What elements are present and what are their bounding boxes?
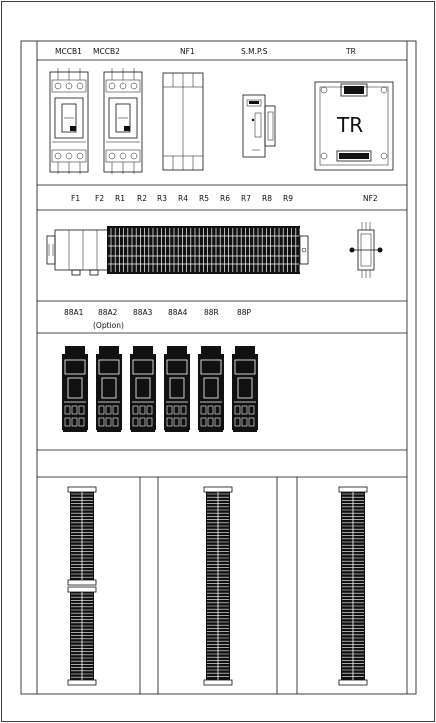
label-88r: 88R xyxy=(204,308,219,317)
contactor xyxy=(232,346,258,432)
label-f1: F1 xyxy=(71,194,80,203)
label-smps: S.M.P.S xyxy=(241,47,268,56)
label-r8: R8 xyxy=(262,194,272,203)
terminal-strip xyxy=(203,486,233,686)
mccb1-breaker xyxy=(49,68,89,174)
label-f2: F2 xyxy=(95,194,104,203)
label-r4: R4 xyxy=(178,194,188,203)
smps-unit xyxy=(242,94,276,158)
label-88p: 88P xyxy=(237,308,252,317)
label-r9: R9 xyxy=(283,194,293,203)
nf1-filter xyxy=(162,72,204,171)
label-mccb2: MCCB2 xyxy=(93,47,120,56)
terminal-strip xyxy=(338,486,368,686)
contactor xyxy=(164,346,190,432)
label-r7: R7 xyxy=(241,194,251,203)
label-r2: R2 xyxy=(137,194,147,203)
label-r5: R5 xyxy=(199,194,209,203)
label-option: (Option) xyxy=(93,321,124,330)
contactor xyxy=(62,346,88,432)
label-88a4: 88A4 xyxy=(168,308,188,317)
terminal-strip xyxy=(67,586,97,686)
label-nf2: NF2 xyxy=(363,194,378,203)
label-tr: TR xyxy=(345,47,356,56)
nf2-filter xyxy=(349,222,383,278)
tr-transformer: TR xyxy=(314,81,394,171)
label-nf1: NF1 xyxy=(180,47,195,56)
label-88a1: 88A1 xyxy=(64,308,84,317)
label-mccb1: MCCB1 xyxy=(55,47,82,56)
label-88a2: 88A2 xyxy=(98,308,118,317)
contactor xyxy=(130,346,156,432)
terminal-blocks xyxy=(67,486,368,686)
label-r1: R1 xyxy=(115,194,125,203)
label-r3: R3 xyxy=(157,194,167,203)
fuse-relay-rail xyxy=(46,226,309,276)
contactor xyxy=(96,346,122,432)
contactor xyxy=(198,346,224,432)
mccb2-breaker xyxy=(103,68,143,174)
label-88a3: 88A3 xyxy=(133,308,153,317)
tr-text: TR xyxy=(336,113,363,137)
terminal-strip xyxy=(67,486,97,586)
inner-frame xyxy=(20,40,417,695)
label-r6: R6 xyxy=(220,194,230,203)
contactor-row xyxy=(62,346,258,432)
